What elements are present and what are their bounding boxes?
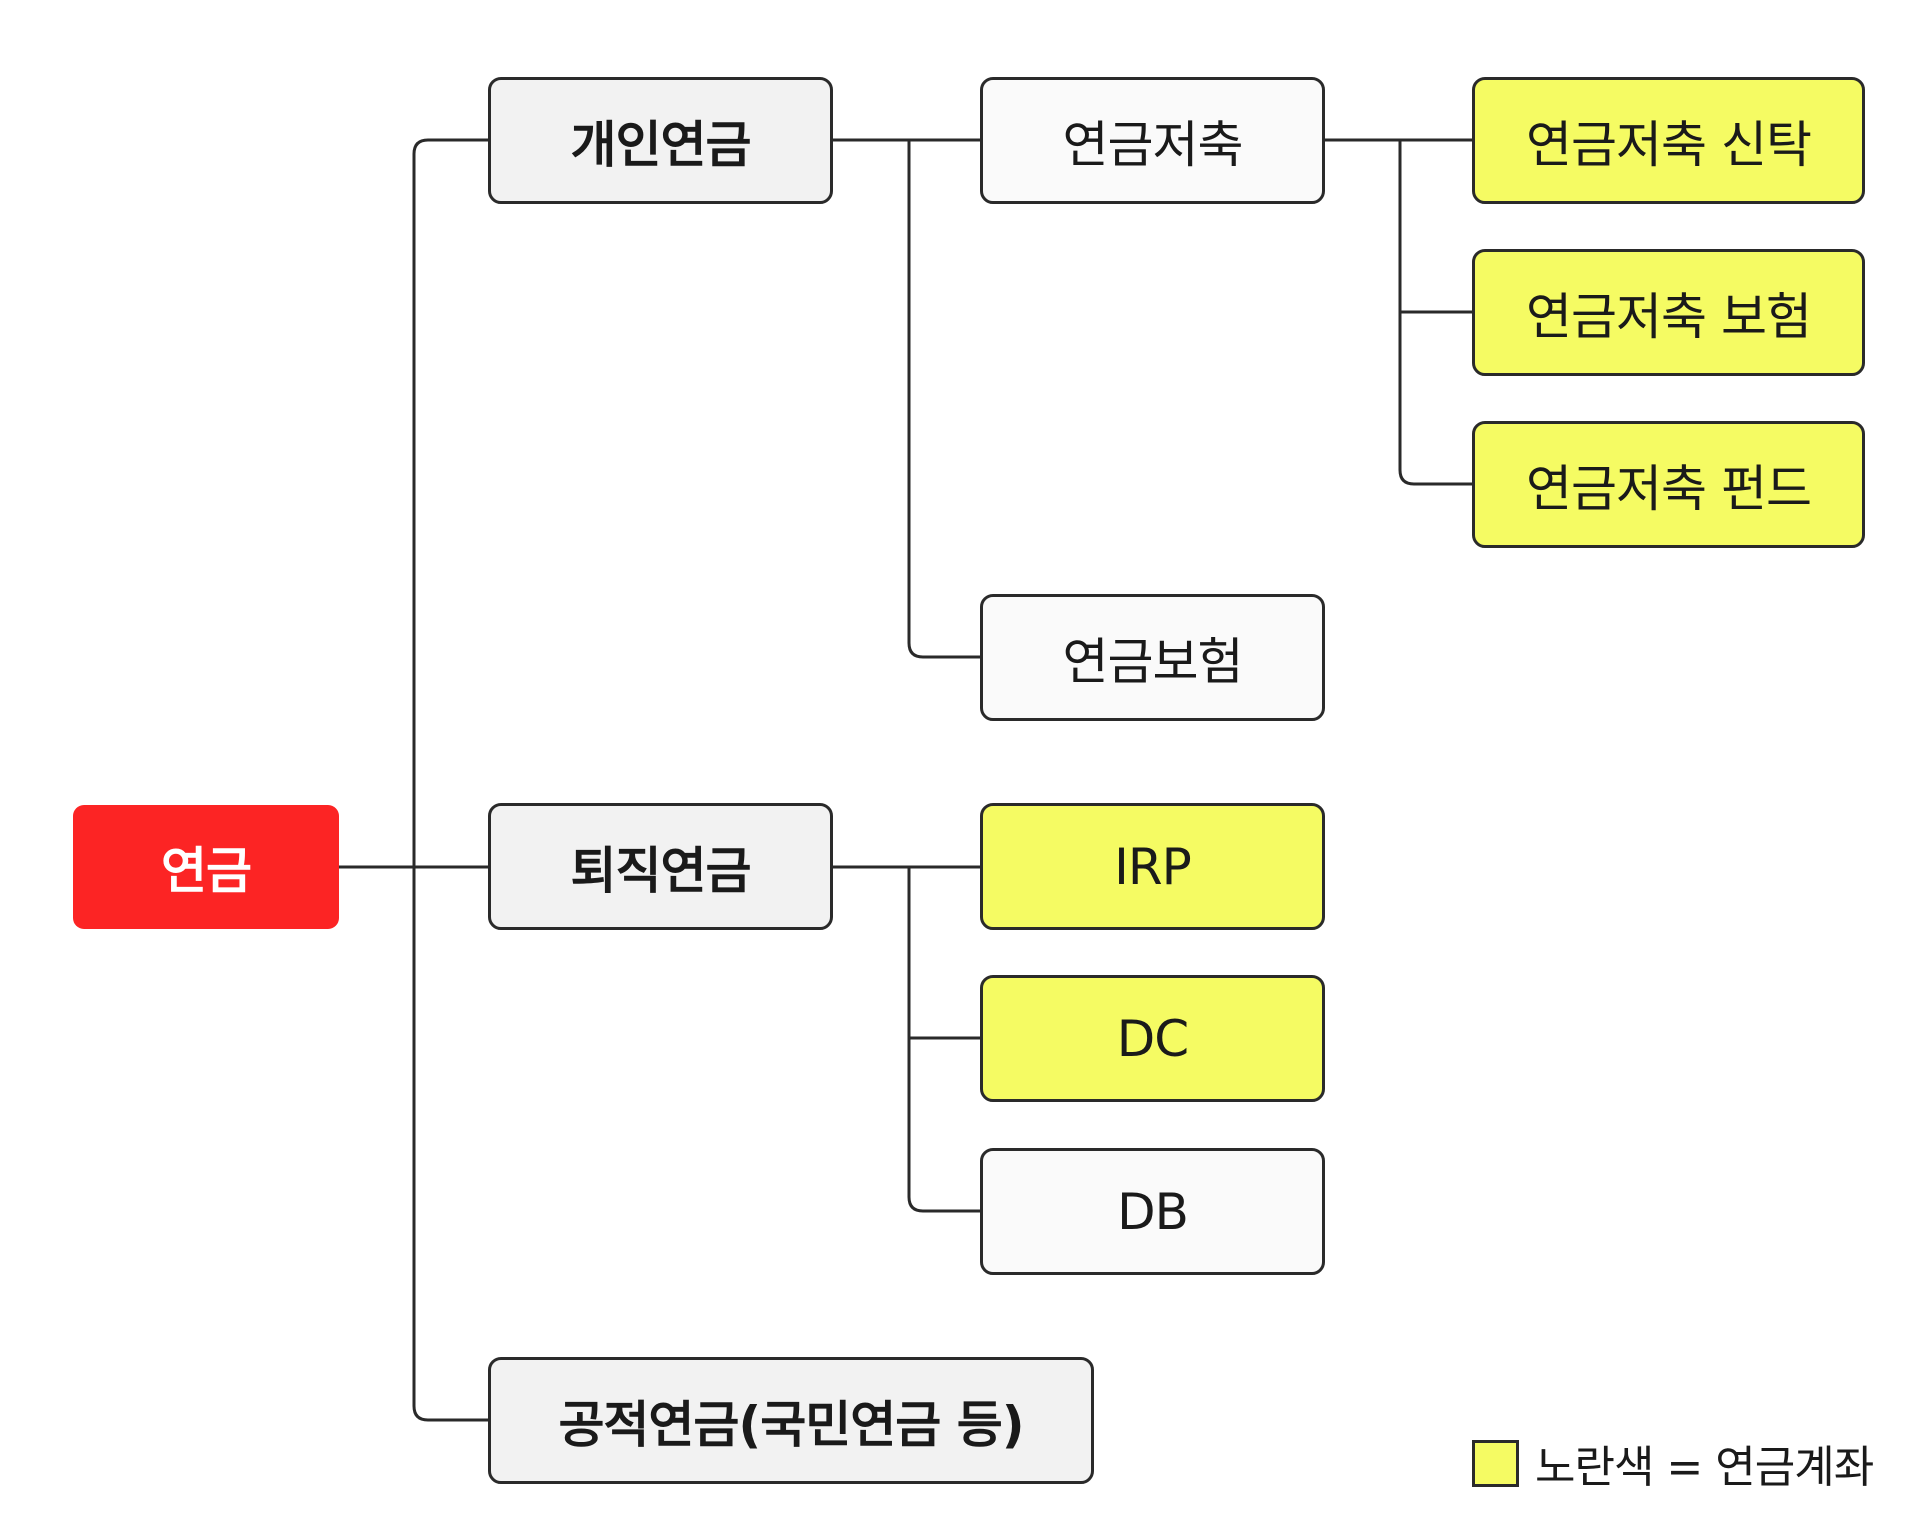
node-label: DB [1117, 1182, 1189, 1241]
root-node-label: 연금 [161, 842, 252, 900]
root-node-pension: 연금 [73, 805, 339, 929]
node-label: 연금보험 [1062, 632, 1244, 691]
node-label: 공적연금(국민연금 등) [558, 1395, 1024, 1454]
connector-retirement-db [907, 867, 980, 1213]
node-retirement-pension: 퇴직연금 [488, 803, 833, 930]
node-savings-fund: 연금저축 펀드 [1472, 421, 1865, 548]
node-label: 퇴직연금 [570, 841, 752, 900]
node-pension-insurance: 연금보험 [980, 594, 1325, 721]
node-label: 연금저축 보험 [1526, 287, 1812, 346]
node-label: 연금저축 펀드 [1526, 459, 1812, 518]
node-dc: DC [980, 975, 1325, 1102]
node-label: DC [1116, 1009, 1189, 1068]
node-savings-insurance: 연금저축 보험 [1472, 249, 1865, 376]
connector-root-personal-public [412, 138, 488, 1422]
node-public-pension: 공적연금(국민연금 등) [488, 1357, 1094, 1484]
node-label: 연금저축 신탁 [1526, 115, 1812, 174]
node-irp: IRP [980, 803, 1325, 930]
node-db: DB [980, 1148, 1325, 1275]
node-pension-savings: 연금저축 [980, 77, 1325, 204]
legend-swatch-yellow [1472, 1439, 1519, 1487]
connector-personal-insurance [907, 140, 980, 659]
node-personal-pension: 개인연금 [488, 77, 833, 204]
node-savings-trust: 연금저축 신탁 [1472, 77, 1865, 204]
node-label: 연금저축 [1062, 115, 1244, 174]
connector-savings-fund [1398, 140, 1472, 486]
node-label: IRP [1114, 837, 1192, 896]
node-label: 개인연금 [570, 115, 752, 174]
legend: 노란색 = 연금계좌 [1472, 1431, 1874, 1495]
legend-label: 노란색 = 연금계좌 [1535, 1442, 1874, 1493]
